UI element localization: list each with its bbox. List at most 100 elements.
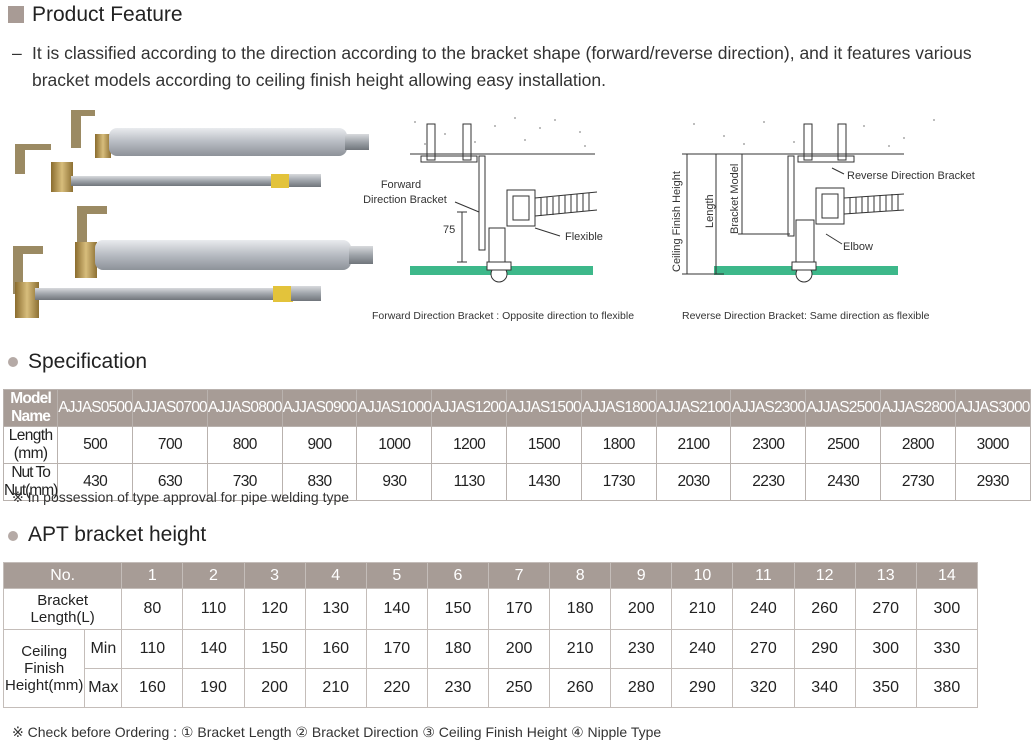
label-flexible: Flexible	[565, 231, 603, 243]
spec-cell: 1730	[580, 463, 657, 501]
label-direction-bracket: Direction Bracket	[363, 194, 447, 206]
apt-number: 7	[487, 562, 551, 589]
spec-cell: 2300	[730, 426, 807, 464]
apt-cell: 150	[426, 588, 489, 630]
apt-number: 11	[732, 562, 795, 589]
spec-cell: 730	[206, 463, 283, 501]
section-title-feature: Product Feature	[32, 3, 183, 26]
spec-model: AJJAS1800	[580, 389, 657, 427]
spec-cell: 2100	[655, 426, 732, 464]
apt-bracket-label: Bracket Length(L)	[2, 588, 123, 630]
apt-cell: 120	[243, 588, 306, 630]
table-row: Max 160 190 200 210 220 230 250 260 280 …	[4, 668, 979, 708]
spec-cell: 2500	[805, 426, 882, 464]
spec-model: AJJAS0500	[57, 389, 134, 427]
apt-bracket-table: No. 1 2 3 4 5 6 7 8 9 10 11 12 13 14 Bra…	[2, 562, 979, 708]
apt-cell: 260	[549, 668, 612, 708]
apt-cell: 290	[793, 629, 856, 669]
apt-cell: 210	[549, 629, 612, 669]
section-marker-square	[8, 6, 24, 23]
apt-cell: 220	[365, 668, 428, 708]
apt-number: 6	[426, 562, 489, 589]
section-title-specification: Specification	[28, 350, 148, 373]
apt-note: ※ Check before Ordering : ① Bracket Leng…	[12, 724, 662, 740]
apt-cell: 200	[243, 668, 306, 708]
forward-bracket-diagram: Forward Direction Bracket 75 Flexible	[363, 117, 603, 283]
apt-cell: 160	[121, 668, 184, 708]
product-photo	[13, 110, 373, 318]
apt-cell: 190	[182, 668, 245, 708]
spec-row-head: Model Name	[2, 389, 59, 427]
spec-model: AJJAS2300	[730, 389, 807, 427]
spec-row-label: Nut To Nut(mm)	[2, 463, 58, 501]
apt-cell: 110	[182, 588, 245, 630]
spec-model: AJJAS2100	[655, 389, 732, 427]
table-row: Length (mm) 500 700 800 900 1000 1200 15…	[2, 426, 1031, 464]
label-length: Length	[704, 194, 716, 228]
apt-number: 2	[182, 562, 245, 589]
apt-cell: 230	[426, 668, 489, 708]
spec-cell: 2430	[805, 463, 882, 501]
spec-model: AJJAS1200	[431, 389, 508, 427]
apt-number: 1	[121, 562, 184, 589]
spec-cell: 2930	[954, 463, 1031, 501]
apt-cell: 180	[426, 629, 489, 669]
bullet-dot	[8, 357, 18, 367]
apt-number: 4	[304, 562, 367, 589]
apt-number: 3	[243, 562, 306, 589]
spec-model: AJJAS0800	[206, 389, 283, 427]
apt-max-label: Max	[84, 668, 123, 708]
spec-cell: 1200	[431, 426, 508, 464]
apt-cell: 300	[854, 629, 917, 669]
spec-cell: 2730	[880, 463, 956, 501]
feature-description-text: It is classified according to the direct…	[32, 43, 972, 90]
spec-cell: 500	[57, 426, 134, 464]
apt-cell: 180	[549, 588, 612, 630]
apt-cell: 320	[732, 668, 795, 708]
apt-cell: 110	[121, 629, 184, 669]
apt-cell: 80	[121, 588, 184, 630]
spec-cell: 2030	[655, 463, 732, 501]
spec-cell: 1500	[506, 426, 582, 464]
apt-cell: 300	[915, 588, 979, 630]
apt-cell: 200	[610, 588, 673, 630]
spec-model: AJJAS3000	[954, 389, 1031, 427]
apt-number: 14	[915, 562, 979, 589]
spec-cell: 1430	[506, 463, 582, 501]
upper-assembly	[15, 110, 369, 192]
apt-cell: 260	[793, 588, 856, 630]
spec-cell: 700	[132, 426, 208, 464]
apt-cell: 250	[487, 668, 551, 708]
apt-number: 12	[793, 562, 856, 589]
specification-table: Model Name AJJAS0500 AJJAS0700 AJJAS0800…	[2, 389, 1031, 501]
spec-cell: 2230	[730, 463, 807, 501]
label-elbow: Elbow	[843, 241, 873, 253]
apt-cell: 270	[732, 629, 795, 669]
apt-no-label: No.	[2, 562, 123, 589]
label-bracket-model: Bracket Model	[729, 164, 741, 234]
spec-cell: 930	[356, 463, 433, 501]
apt-number: 13	[854, 562, 917, 589]
apt-min-label: Min	[84, 629, 123, 669]
forward-caption: Forward Direction Bracket : Opposite dir…	[372, 310, 635, 322]
lower-assembly	[13, 206, 373, 318]
spec-cell: 800	[206, 426, 283, 464]
apt-number: 5	[365, 562, 428, 589]
apt-cell: 210	[304, 668, 367, 708]
label-forward: Forward	[381, 179, 421, 191]
apt-cell: 340	[793, 668, 856, 708]
apt-cell: 350	[854, 668, 917, 708]
apt-cell: 330	[915, 629, 979, 669]
spec-cell: 430	[57, 463, 134, 501]
spec-cell: 830	[281, 463, 358, 501]
apt-cell: 380	[915, 668, 979, 708]
spec-header-row: Model Name AJJAS0500 AJJAS0700 AJJAS0800…	[2, 389, 1031, 427]
table-row: Ceiling Finish Height(mm) Min 110 140 15…	[2, 629, 979, 708]
spec-cell: 2800	[880, 426, 956, 464]
apt-cell: 160	[304, 629, 367, 669]
label-reverse-direction-bracket: Reverse Direction Bracket	[847, 170, 975, 182]
spec-model: AJJAS0900	[281, 389, 358, 427]
spec-model: AJJAS2500	[805, 389, 882, 427]
apt-cell: 140	[365, 588, 428, 630]
apt-cell: 140	[182, 629, 245, 669]
